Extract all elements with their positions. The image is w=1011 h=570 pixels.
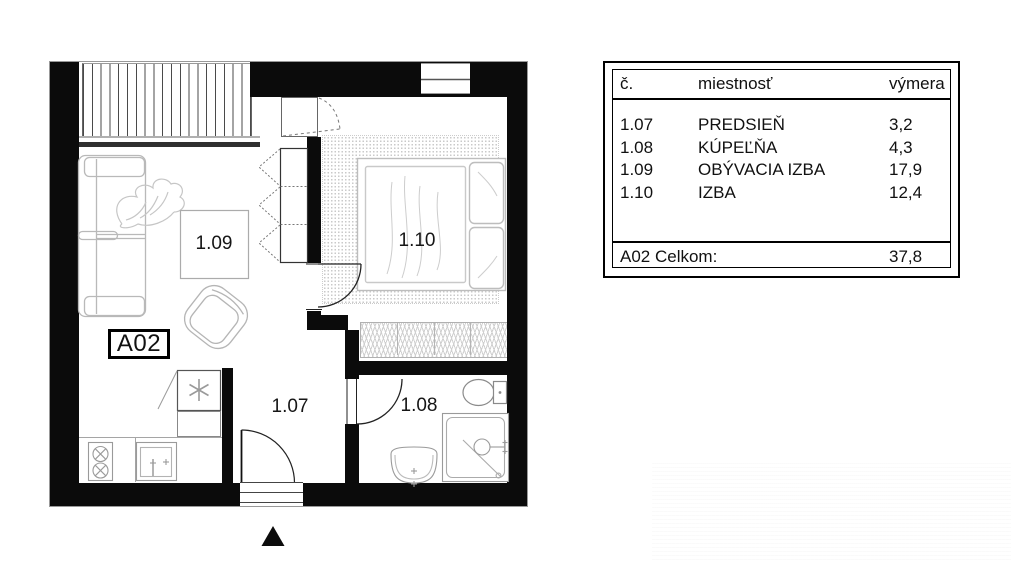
entrance-arrow-icon xyxy=(261,526,285,546)
wall-top xyxy=(250,62,528,97)
row-room: PREDSIEŇ xyxy=(698,115,785,134)
table-row: 1.09 OBÝVACIA IZBA 17,9 xyxy=(613,159,950,182)
faint-watermark xyxy=(652,462,1011,560)
legend-header-no: č. xyxy=(620,74,634,93)
wardrobe-door-swings xyxy=(258,148,307,263)
room-label-1-10: 1.10 xyxy=(398,230,436,251)
room-label-1-07: 1.07 xyxy=(271,396,309,417)
bedroom-door xyxy=(306,263,362,310)
fridge-snowflake-icon xyxy=(189,379,209,401)
coffee-table xyxy=(179,209,250,280)
shower xyxy=(441,412,510,483)
bedroom-door-opening xyxy=(306,264,322,310)
wall-bedroom-west-lower xyxy=(307,311,321,330)
row-no: 1.09 xyxy=(620,160,654,180)
balcony-window-sill-line xyxy=(70,136,260,138)
table-row: 1.07 PREDSIEŇ 3,2 xyxy=(613,114,950,137)
closet-dividers xyxy=(397,323,471,355)
row-room: OBÝVACIA IZBA xyxy=(698,160,826,180)
fridge xyxy=(157,369,222,437)
legend-table-inner: č. miestnosť výmera 1.07 PREDSIEŇ 3,2 1.… xyxy=(612,69,951,268)
sofa xyxy=(77,154,147,318)
row-room: KÚPEĽŇA xyxy=(698,137,778,157)
room-label-1-08: 1.08 xyxy=(400,395,438,416)
wall-kitchen xyxy=(222,368,233,483)
row-area: 17,9 xyxy=(889,160,923,180)
legend-header-divider xyxy=(613,98,950,100)
room-label-1-09: 1.09 xyxy=(195,233,233,254)
entrance-door xyxy=(240,429,303,503)
legend-table: č. miestnosť výmera 1.07 PREDSIEŇ 3,2 1.… xyxy=(603,61,960,278)
row-no: 1.10 xyxy=(620,182,654,202)
balcony-decking-stripes xyxy=(82,63,252,137)
bathroom-door-opening xyxy=(343,379,362,424)
row-area: 4,3 xyxy=(889,137,913,157)
legend-rows: 1.07 PREDSIEŇ 3,2 1.08 KÚPEĽŇA 4,3 1.09 … xyxy=(613,114,950,204)
unit-label-box: A02 xyxy=(108,329,170,359)
stove xyxy=(87,441,114,482)
wall-step xyxy=(320,315,348,330)
plan-outline xyxy=(49,61,528,507)
wall-bedroom-west-upper xyxy=(307,137,321,263)
armchair xyxy=(183,284,249,350)
window-glazing xyxy=(421,63,470,94)
legend-total-label: A02 Celkom: xyxy=(620,247,718,266)
washbasin xyxy=(390,446,438,487)
legend-header-area: výmera xyxy=(889,74,945,93)
table-row: 1.08 KÚPEĽŇA 4,3 xyxy=(613,137,950,160)
balcony-window-band xyxy=(70,142,260,147)
row-no: 1.08 xyxy=(620,137,654,157)
wall-right xyxy=(507,62,528,507)
table-row: 1.10 IZBA 12,4 xyxy=(613,182,950,205)
kitchen-sink xyxy=(135,441,178,482)
bed xyxy=(356,157,507,292)
bed-creases xyxy=(386,171,498,279)
row-room: IZBA xyxy=(698,182,736,202)
row-no: 1.07 xyxy=(620,115,654,134)
wardrobe xyxy=(258,147,309,264)
wall-left xyxy=(49,62,79,507)
row-area: 12,4 xyxy=(889,182,923,202)
kitchen-counter xyxy=(79,437,222,482)
row-area: 3,2 xyxy=(889,115,913,134)
toilet xyxy=(462,378,508,407)
legend-header-room: miestnosť xyxy=(698,74,773,93)
wall-bath-north xyxy=(359,361,507,375)
legend-total-value: 37,8 xyxy=(889,247,923,266)
legend-total-divider xyxy=(613,241,950,243)
open-door-leaf-panel xyxy=(281,97,318,137)
plant xyxy=(116,178,185,229)
bathroom-door xyxy=(346,378,403,425)
open-door-swing-dashed xyxy=(282,97,341,137)
